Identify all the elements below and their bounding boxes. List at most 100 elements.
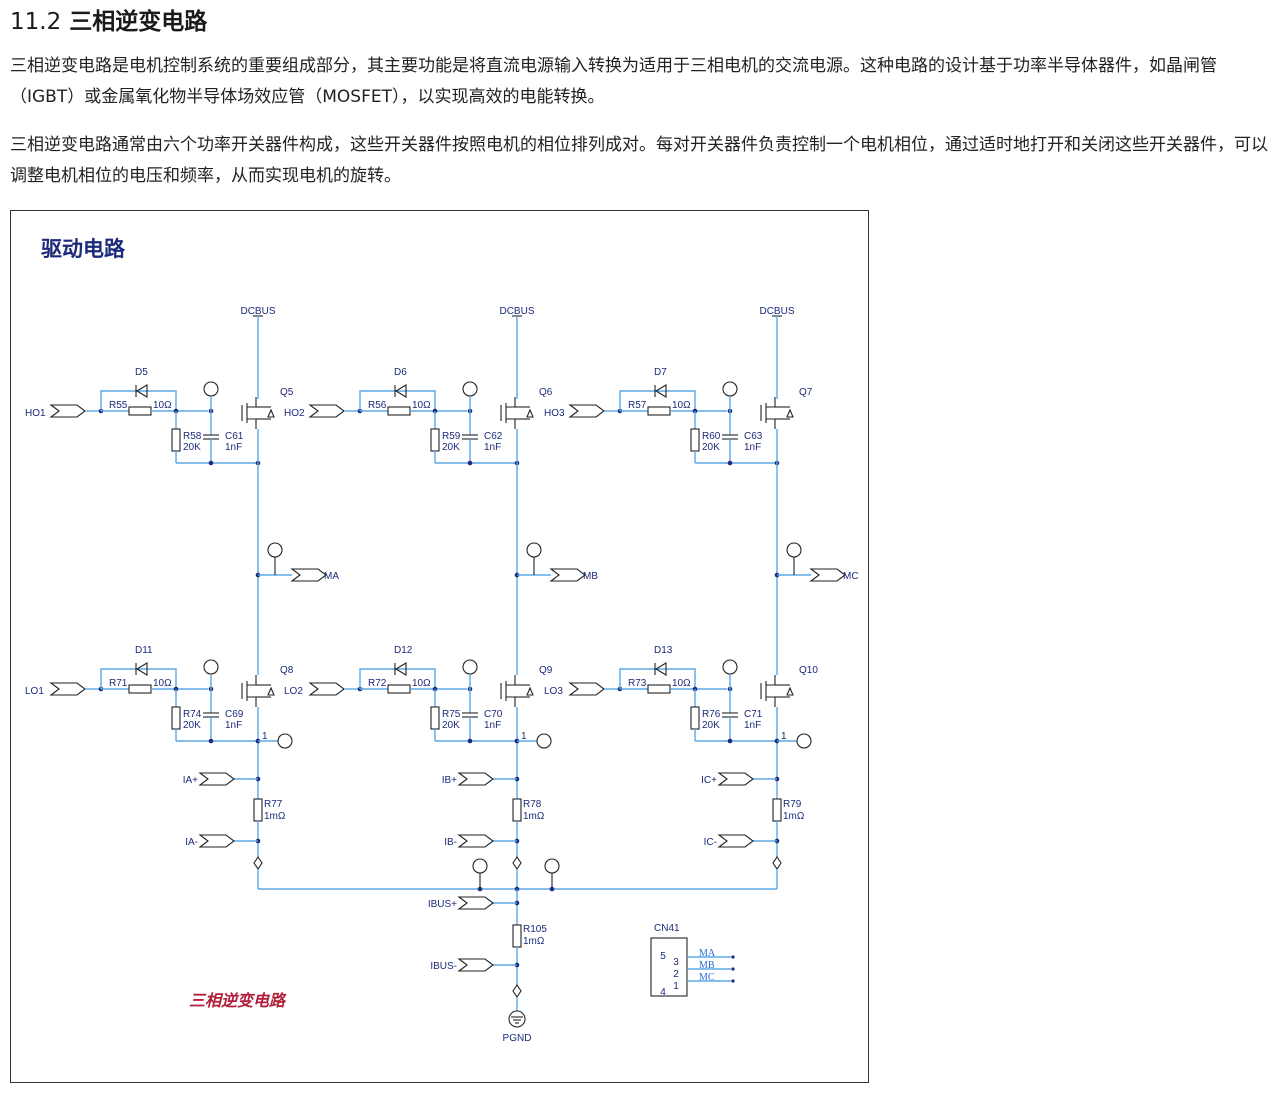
- section-number: 11.2: [10, 9, 62, 35]
- junction-dot: [514, 900, 520, 906]
- net-port-symbol: [717, 772, 754, 786]
- resistor-symbol: [253, 798, 263, 822]
- diode-label: D13: [654, 645, 673, 656]
- mosfet-label: Q8: [280, 665, 294, 676]
- resistor-symbol: [430, 428, 440, 452]
- net-port-symbol: [568, 404, 605, 418]
- capacitor-label: C71: [744, 709, 763, 720]
- mosfet-drain: [506, 675, 516, 686]
- body-diode-symbol: [526, 408, 534, 418]
- figure-title: 驱动电路: [41, 237, 125, 261]
- sense-minus-label: IA-: [185, 837, 198, 848]
- junction-dot: [549, 886, 555, 892]
- pulldown-resistor-value: 20K: [702, 720, 720, 731]
- connector-pin-label: 2: [673, 969, 679, 980]
- pulldown-resistor-label: R75: [442, 709, 461, 720]
- connector-body: [650, 937, 688, 997]
- resistor-symbol: [430, 706, 440, 730]
- diode-label: D6: [394, 367, 407, 378]
- mosfet-drain: [766, 675, 776, 686]
- mosfet-label: Q7: [799, 387, 813, 398]
- body-diode-symbol: [786, 408, 794, 418]
- sense-minus-label: IB-: [444, 837, 457, 848]
- net-port-symbol: [457, 772, 494, 786]
- junction-dot: [514, 962, 520, 968]
- sense-resistor-label: R77: [264, 799, 283, 810]
- pin-one-label: 1: [262, 731, 268, 742]
- capacitor-value: 1nF: [225, 442, 242, 453]
- capacitor-label: C70: [484, 709, 503, 720]
- net-port-symbol: [198, 834, 235, 848]
- body-diode-symbol: [786, 686, 794, 696]
- sense-plus-label: IC+: [701, 775, 717, 786]
- sense-resistor-label: R78: [523, 799, 542, 810]
- net-port-symbol: [49, 682, 86, 696]
- test-point-symbol: [462, 381, 478, 397]
- mosfet-source: [247, 418, 257, 429]
- gate-input-label: LO2: [284, 686, 303, 697]
- net-tie-symbol: [512, 856, 522, 870]
- connector-pin-label: 5: [660, 951, 666, 962]
- net-port-symbol: [568, 682, 605, 696]
- net-port-symbol: [549, 568, 586, 582]
- resistor-symbol: [772, 798, 782, 822]
- test-point-symbol: [526, 542, 542, 558]
- body-diode-symbol: [267, 686, 275, 696]
- connector-pin-label: 4: [660, 987, 666, 998]
- resistor-symbol: [387, 684, 411, 694]
- test-point-symbol: [267, 542, 283, 558]
- sense-resistor-value: 1mΩ: [264, 811, 286, 822]
- net-tie-symbol: [253, 856, 263, 870]
- dcbus-label: DCBUS: [240, 306, 275, 317]
- diode-label: D11: [135, 645, 153, 656]
- sense-plus-label: IA+: [183, 775, 198, 786]
- gate-resistor-label: R73: [628, 678, 647, 689]
- mosfet-label: Q9: [539, 665, 553, 676]
- mosfet-source: [247, 696, 257, 707]
- junction-dot: [208, 738, 214, 744]
- mosfet-drain: [247, 675, 257, 686]
- junction-dot: [467, 738, 473, 744]
- capacitor-value: 1nF: [225, 720, 242, 731]
- gate-resistor-label: R72: [368, 678, 387, 689]
- capacitor-value: 1nF: [484, 442, 501, 453]
- gate-resistor-value: 10Ω: [153, 678, 172, 689]
- diode-symbol: [654, 662, 667, 676]
- test-point-symbol: [462, 659, 478, 675]
- mosfet-label: Q6: [539, 387, 553, 398]
- connector-net-end: [731, 979, 735, 983]
- diode-label: D12: [394, 645, 413, 656]
- gate-input-label: HO3: [544, 408, 565, 419]
- connector-net-end: [731, 967, 735, 971]
- mosfet-drain: [766, 397, 776, 408]
- phase-output-label: MA: [324, 571, 339, 582]
- diode-symbol: [394, 662, 407, 676]
- test-point-symbol: [722, 381, 738, 397]
- net-tie-symbol: [512, 984, 522, 998]
- net-port-symbol: [308, 404, 345, 418]
- test-point-symbol: [536, 733, 552, 749]
- dcbus-label: DCBUS: [759, 306, 794, 317]
- pulldown-resistor-label: R60: [702, 431, 721, 442]
- gate-input-label: HO2: [284, 408, 305, 419]
- connector-pin-label: 1: [673, 981, 679, 992]
- gate-resistor-label: R56: [368, 400, 387, 411]
- pulldown-resistor-value: 20K: [442, 442, 460, 453]
- gate-input-label: LO3: [544, 686, 563, 697]
- wire: [100, 668, 177, 689]
- gate-resistor-value: 10Ω: [672, 400, 691, 411]
- sense-minus-label: IC-: [704, 837, 717, 848]
- net-tie-symbol: [772, 856, 782, 870]
- mosfet-label: Q5: [280, 387, 294, 398]
- resistor-symbol: [512, 798, 522, 822]
- mosfet-source: [506, 696, 516, 707]
- connector-label: CN41: [654, 923, 680, 934]
- gate-resistor-value: 10Ω: [672, 678, 691, 689]
- diode-symbol: [394, 384, 407, 398]
- pulldown-resistor-value: 20K: [183, 442, 201, 453]
- connector-net-label: MB: [699, 960, 715, 971]
- net-port-symbol: [717, 834, 754, 848]
- mosfet-source: [766, 418, 776, 429]
